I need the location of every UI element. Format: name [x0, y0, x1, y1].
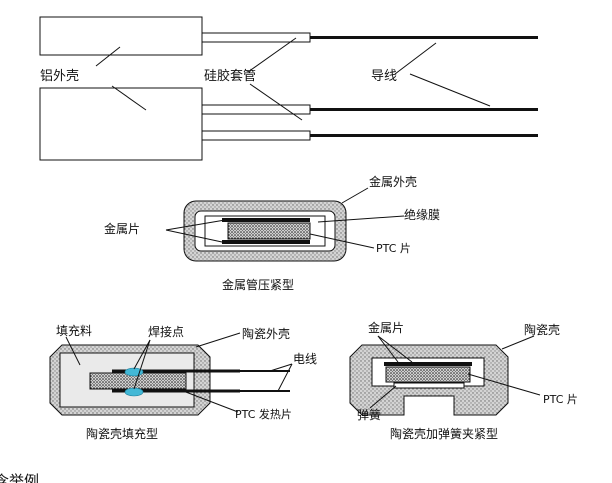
label-insulation-film: 绝缘膜 — [404, 207, 440, 222]
aluminum-heater-assembly — [39, 16, 538, 161]
label-metal-shell: 金属外壳 — [369, 174, 417, 189]
spring-plate — [393, 382, 465, 389]
silicone-sleeve-top — [201, 32, 311, 43]
label-ptc-chip: PTC 片 — [376, 242, 411, 255]
ptc-chip-spring — [385, 366, 471, 383]
silicone-sleeve-bottom — [201, 130, 311, 141]
solder-joint-bottom — [124, 387, 144, 397]
ceramic-fill-type — [49, 332, 293, 416]
caption-ceramic-spring: 陶瓷壳加弹簧夹紧型 — [390, 426, 498, 441]
label-ptc-heating-chip: PTC 发热片 — [235, 407, 292, 421]
label-ptc-chip-right: PTC 片 — [543, 393, 578, 406]
caption-metal-tube: 金属管压紧型 — [222, 277, 294, 292]
caption-ceramic-fill: 陶瓷壳填充型 — [86, 426, 158, 441]
label-metal-sheet-right: 金属片 — [368, 320, 404, 335]
label-ceramic-outer-shell: 陶瓷外壳 — [242, 326, 290, 341]
label-ceramic-shell: 陶瓷壳 — [524, 322, 560, 337]
bottom-cut-text: 含举例 — [0, 472, 39, 483]
ceramic-spring-clamp-type — [349, 335, 541, 416]
leader-lines-bottom-left — [65, 332, 293, 413]
insulation-film — [204, 215, 326, 247]
metal-tube-press-type — [165, 187, 405, 262]
metal-sheet-lower — [222, 240, 310, 244]
leader-lines-middle — [165, 187, 405, 249]
ptc-chip — [227, 222, 311, 240]
leader-lines-top — [95, 37, 491, 121]
label-spring: 弹簧 — [357, 407, 381, 422]
metal-sheet-upper — [222, 218, 310, 222]
label-electric-wire: 电线 — [293, 352, 317, 366]
aluminum-shell-large — [39, 87, 203, 161]
label-solder-joint: 焊接点 — [148, 324, 184, 339]
label-lead-wire: 导线 — [371, 69, 397, 84]
label-metal-sheet: 金属片 — [104, 221, 140, 236]
metal-sheet-top — [384, 362, 472, 366]
leader-lines-bottom-right — [369, 335, 541, 409]
aluminum-shell-small — [39, 16, 203, 56]
silicone-sleeve-middle — [201, 104, 311, 115]
label-aluminum-shell: 铝外壳 — [40, 69, 79, 84]
label-silicone-sleeve: 硅胶套管 — [204, 68, 256, 84]
label-filler: 填充料 — [56, 323, 92, 338]
